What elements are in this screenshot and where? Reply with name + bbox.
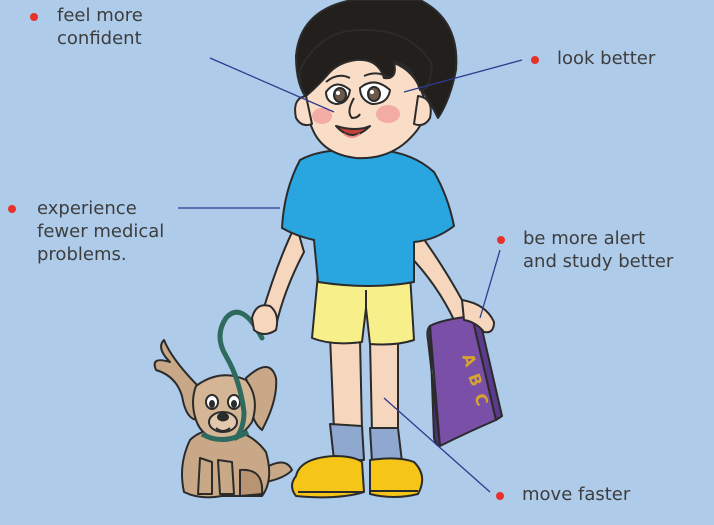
- bullet-alert: [497, 236, 505, 244]
- bullet-medical: [8, 205, 16, 213]
- bullet-confident: [30, 13, 38, 21]
- boy-illustration: [252, 0, 502, 497]
- callout-feel-more-confident: feel more confident: [57, 4, 143, 50]
- leader-line-alert: [480, 250, 500, 318]
- dog-illustration: [155, 340, 292, 497]
- bullet-look: [531, 56, 539, 64]
- callout-more-alert-study-better: be more alert and study better: [523, 227, 673, 273]
- bullet-faster: [496, 492, 504, 500]
- callout-fewer-medical-problems: experience fewer medical problems.: [37, 197, 164, 266]
- callout-move-faster: move faster: [522, 483, 630, 506]
- callout-look-better: look better: [557, 47, 655, 70]
